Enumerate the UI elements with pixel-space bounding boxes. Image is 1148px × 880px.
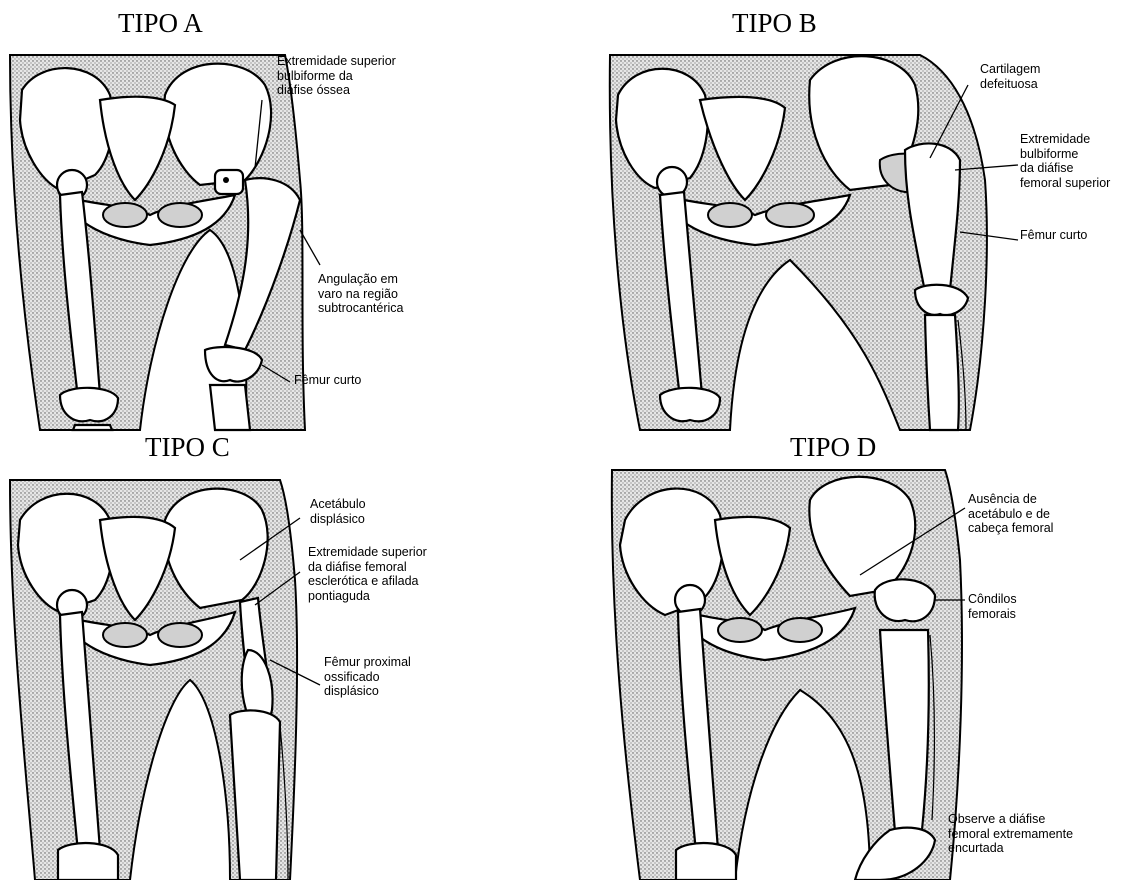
- figure-tipo-c: [10, 480, 320, 880]
- panel-title-tipo-b: TIPO B: [732, 8, 817, 39]
- panel-title-tipo-c: TIPO C: [145, 432, 230, 463]
- figure-tipo-a: [10, 55, 320, 430]
- label-dysplastic-proximal-femur: Fêmur proximal ossificado displásico: [324, 655, 411, 699]
- label-bulb-shaft-a: Extremidade superior bulbiforme da diáfi…: [277, 54, 396, 98]
- figure-tipo-d: [612, 470, 965, 880]
- right-femoral-head: [215, 170, 243, 194]
- label-varus-angulation: Angulação em varo na região subtrocantér…: [318, 272, 403, 316]
- figure-tipo-b: [610, 55, 1018, 430]
- label-sclerotic-shaft-tip: Extremidade superior da diáfise femoral …: [308, 545, 427, 603]
- label-short-femur-b: Fêmur curto: [1020, 228, 1087, 243]
- label-bulb-shaft-b: Extremidade bulbiforme da diáfise femora…: [1020, 132, 1110, 190]
- label-absent-acetabulum: Ausência de acetábulo e de cabeça femora…: [968, 492, 1053, 536]
- femoral-condyles: [875, 579, 935, 621]
- label-femoral-condyles: Côndilos femorais: [968, 592, 1017, 621]
- panel-title-tipo-d: TIPO D: [790, 432, 876, 463]
- label-short-femur-a: Fêmur curto: [294, 373, 361, 388]
- panel-title-tipo-a: TIPO A: [118, 8, 203, 39]
- label-very-short-shaft: Observe a diáfise femoral extremamente e…: [948, 812, 1073, 856]
- label-dysplastic-acetabulum: Acetábulo displásico: [310, 497, 366, 526]
- label-defective-cartilage: Cartilagem defeituosa: [980, 62, 1040, 91]
